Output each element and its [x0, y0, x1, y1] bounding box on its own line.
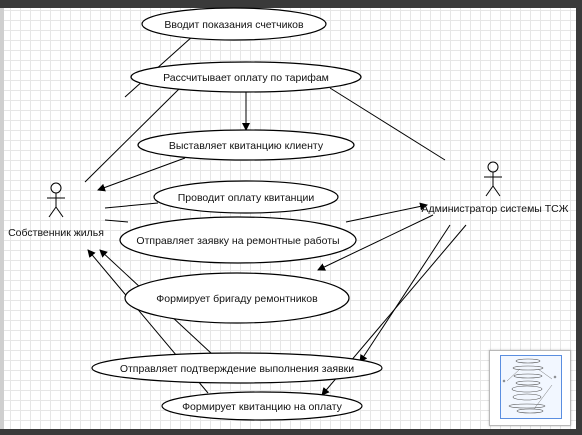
- use-case-label: Проводит оплату квитанции: [178, 192, 315, 204]
- use-case-uc8[interactable]: Формирует квитанцию на оплату: [161, 391, 363, 421]
- use-case-label: Формирует квитанцию на оплату: [182, 401, 343, 413]
- stick-figure-icon: [47, 182, 65, 218]
- assoc-uc2-admin: [329, 87, 446, 161]
- use-case-uc2[interactable]: Рассчитывает оплату по тарифам: [130, 61, 362, 93]
- assoc-owner-uc4: [104, 202, 159, 209]
- minimap-panel[interactable]: [489, 350, 571, 426]
- assoc-uc1-uc2: [124, 35, 194, 98]
- use-case-uc3[interactable]: Выставляет квитанцию клиенту: [137, 129, 355, 161]
- stick-figure-icon: [484, 161, 502, 197]
- minimap-viewport[interactable]: [500, 355, 562, 419]
- window-top-edge: [0, 0, 582, 8]
- arrow-admin-uc6: [317, 214, 434, 271]
- arrow-uc3-owner: [97, 157, 186, 192]
- use-case-uc6[interactable]: Формирует бригаду ремонтников: [124, 272, 350, 324]
- use-case-label: Выставляет квитанцию клиенту: [169, 140, 324, 152]
- arrow-admin-uc7: [359, 224, 451, 363]
- window-right-edge: [576, 0, 582, 435]
- actor-owner[interactable]: Собственник жилья: [8, 182, 104, 239]
- window-bottom-edge: [0, 429, 582, 435]
- arrow-uc5-admin: [345, 202, 428, 223]
- assoc-owner-uc2: [84, 87, 181, 183]
- use-case-label: Формирует бригаду ремонтников: [156, 293, 318, 305]
- use-case-uc5[interactable]: Отправляет заявку на ремонтные работы: [119, 216, 357, 264]
- use-case-uc4[interactable]: Проводит оплату квитанции: [153, 180, 339, 214]
- use-case-label: Отправляет подтверждение выполнения заяв…: [120, 363, 354, 375]
- actor-label: Администратор системы ТСЖ: [422, 203, 569, 215]
- use-case-uc7[interactable]: Отправляет подтверждение выполнения заяв…: [91, 352, 383, 384]
- use-case-label: Рассчитывает оплату по тарифам: [163, 72, 329, 84]
- use-case-label: Отправляет заявку на ремонтные работы: [136, 235, 339, 247]
- canvas-left-edge: [0, 0, 4, 435]
- minimap-preview-icon: [502, 358, 557, 414]
- actor-label: Собственник жилья: [8, 227, 104, 239]
- use-case-uc1[interactable]: Вводит показания счетчиков: [141, 7, 327, 41]
- assoc-owner-uc5: [104, 219, 129, 223]
- actor-admin[interactable]: Администратор системы ТСЖ: [422, 161, 569, 215]
- use-case-label: Вводит показания счетчиков: [164, 19, 304, 31]
